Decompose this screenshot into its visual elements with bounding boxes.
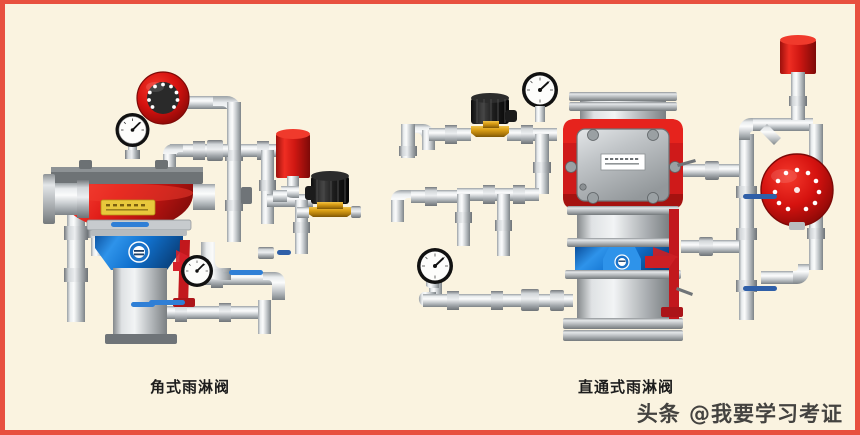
water-motor-alarm-bell-right <box>760 153 834 230</box>
handwheel-right <box>645 209 683 319</box>
pressure-gauge-right-upper <box>522 72 558 122</box>
caption-straight-through-deluge-valve: 直通式雨淋阀 <box>577 378 674 396</box>
diaphragm-dome-left <box>43 160 215 230</box>
panel-angle-deluge-valve <box>43 71 361 344</box>
valve-body-left <box>86 219 195 344</box>
pressure-switch-right <box>780 35 816 84</box>
pressure-gauge-left-lower <box>181 255 213 287</box>
caption-angle-deluge-valve: 角式雨淋阀 <box>149 378 230 396</box>
solenoid-valve-left <box>297 171 361 218</box>
pressure-switch-left <box>273 129 310 202</box>
pressure-gauge-right-lower <box>417 248 453 284</box>
pipe-fittings-right <box>391 159 696 296</box>
main-valve-right <box>563 92 683 341</box>
deluge-valve-diagram <box>43 35 834 344</box>
blue-valve-handles-left <box>131 270 263 307</box>
solenoid-valve-right <box>471 93 517 137</box>
watermark: 头条 @我要学习考证 <box>636 402 843 426</box>
blue-valve-handles-right <box>743 194 777 291</box>
pipe-fittings-left <box>241 187 291 259</box>
water-motor-alarm-bell-left <box>136 71 190 125</box>
panel-straight-through-deluge-valve <box>391 35 834 341</box>
pressure-gauge-left-upper <box>115 113 150 159</box>
